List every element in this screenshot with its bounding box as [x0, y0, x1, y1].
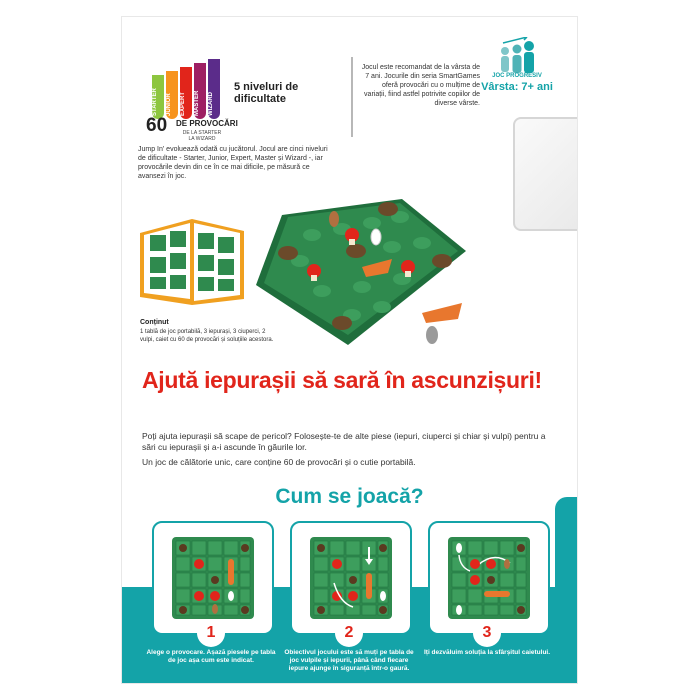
challenge-count: 60: [146, 115, 168, 136]
intro-paragraph: Poți ajuta iepurașii să scape de pericol…: [142, 431, 546, 452]
game-board-image: [256, 199, 466, 345]
travel-paragraph: Un joc de călătorie unic, care conține 6…: [142, 457, 416, 467]
step-3-text: Iți dezvăluim soluția la sfârșitul caiet…: [423, 649, 551, 656]
how-to-play-title: Cum se joacă?: [275, 485, 424, 508]
age-value: Vârsta: 7+ ani: [481, 81, 553, 93]
teal-side-accent: [555, 497, 577, 597]
contents-title: Conținut: [140, 319, 169, 326]
challenge-booklet-image: [140, 219, 244, 305]
step-1-number: 1: [197, 619, 225, 647]
difficulty-stick-junior: JUNIOR: [166, 71, 178, 119]
step-card-1: [152, 521, 274, 635]
travel-case-lid: [513, 117, 577, 231]
main-headline: Ajută iepurașii să sară în ascunzișuri!: [142, 367, 542, 393]
levels-description: Jump In' evoluează odată cu jucătorul. J…: [138, 146, 328, 180]
step-card-2: [290, 521, 412, 635]
progressive-age-icon: [501, 37, 534, 73]
contents-text: 1 tablă de joc portabilă, 3 iepurași, 3 …: [140, 329, 274, 343]
age-progress-label: JOC PROGRESIV: [492, 73, 542, 79]
age-recommendation-text: Jocul este recomandat de la vârsta de 7 …: [361, 64, 480, 107]
step-2-number: 2: [335, 619, 363, 647]
step-1-text: Alege o provocare. Așază piesele pe tabl…: [146, 649, 276, 664]
difficulty-stick-expert: EXPERT: [180, 67, 192, 119]
challenge-range-label: DE LA STARTER LA WIZARD: [182, 130, 222, 142]
step-2-text: Obiectivul jocului este să muți pe tabla…: [284, 649, 414, 672]
step-1-board-illustration: [172, 537, 254, 619]
step-3-number: 3: [473, 619, 501, 647]
callout-line: [351, 57, 353, 137]
difficulty-stick-wizard: WIZARD: [208, 59, 220, 119]
step-card-3: [428, 521, 550, 635]
difficulty-stick-starter: STARTER: [152, 75, 164, 119]
difficulty-stick-master: MASTER: [194, 63, 206, 119]
step-2-board-illustration: [310, 537, 392, 619]
levels-title: 5 niveluri de dificultate: [234, 81, 299, 105]
challenge-count-label: DE PROVOCĂRI: [176, 119, 238, 128]
step-3-board-illustration: [448, 537, 530, 619]
